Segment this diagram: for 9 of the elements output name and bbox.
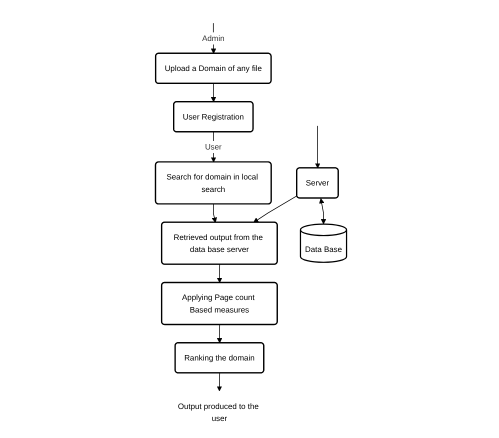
arrow <box>216 372 222 392</box>
arrow <box>210 22 216 54</box>
arrow <box>319 198 326 224</box>
arrow <box>253 195 298 223</box>
arrow <box>216 324 222 344</box>
arrow <box>216 264 222 283</box>
arrow <box>212 204 217 223</box>
arrow <box>314 126 320 168</box>
arrow <box>210 83 216 102</box>
